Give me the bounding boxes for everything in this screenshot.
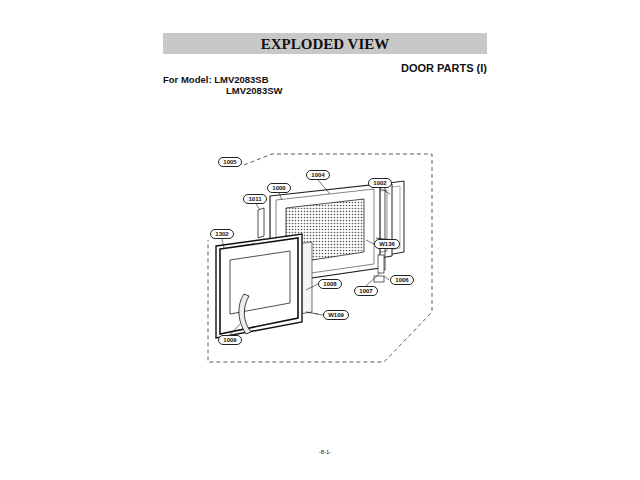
callout-number: W136: [374, 239, 400, 250]
front-panel: [216, 234, 302, 338]
callout-number: 1002: [368, 178, 391, 189]
screw: [306, 312, 318, 314]
title-band: [163, 33, 487, 54]
page-title: EXPLODED VIEW: [261, 36, 390, 53]
callout-number: 1008: [318, 279, 341, 290]
section-heading: DOOR PARTS (I): [401, 62, 487, 74]
model-number: For Model: LMV2083SB: [163, 75, 269, 85]
group-outline: [208, 154, 432, 362]
callout-number: 1007: [354, 286, 377, 297]
callout-number: 1004: [306, 170, 329, 181]
front-window: [230, 251, 290, 314]
callout-number: 1005: [218, 157, 241, 168]
callout-number: 1009: [218, 335, 241, 346]
leader-lines: [222, 180, 390, 335]
hinge: [378, 255, 384, 273]
callout-number: 1000: [267, 183, 290, 194]
latch-hook: [258, 208, 264, 238]
callout-number: 1006: [390, 275, 413, 286]
door-handle: [239, 294, 251, 334]
callout-number: W109: [323, 310, 349, 321]
front-panel-trim: [220, 238, 298, 334]
page-number: -8-1-: [319, 449, 332, 456]
callout-number: 1302: [210, 229, 233, 240]
model-number: LMV2083SW: [226, 86, 283, 96]
callout-number: 1011: [243, 194, 266, 205]
